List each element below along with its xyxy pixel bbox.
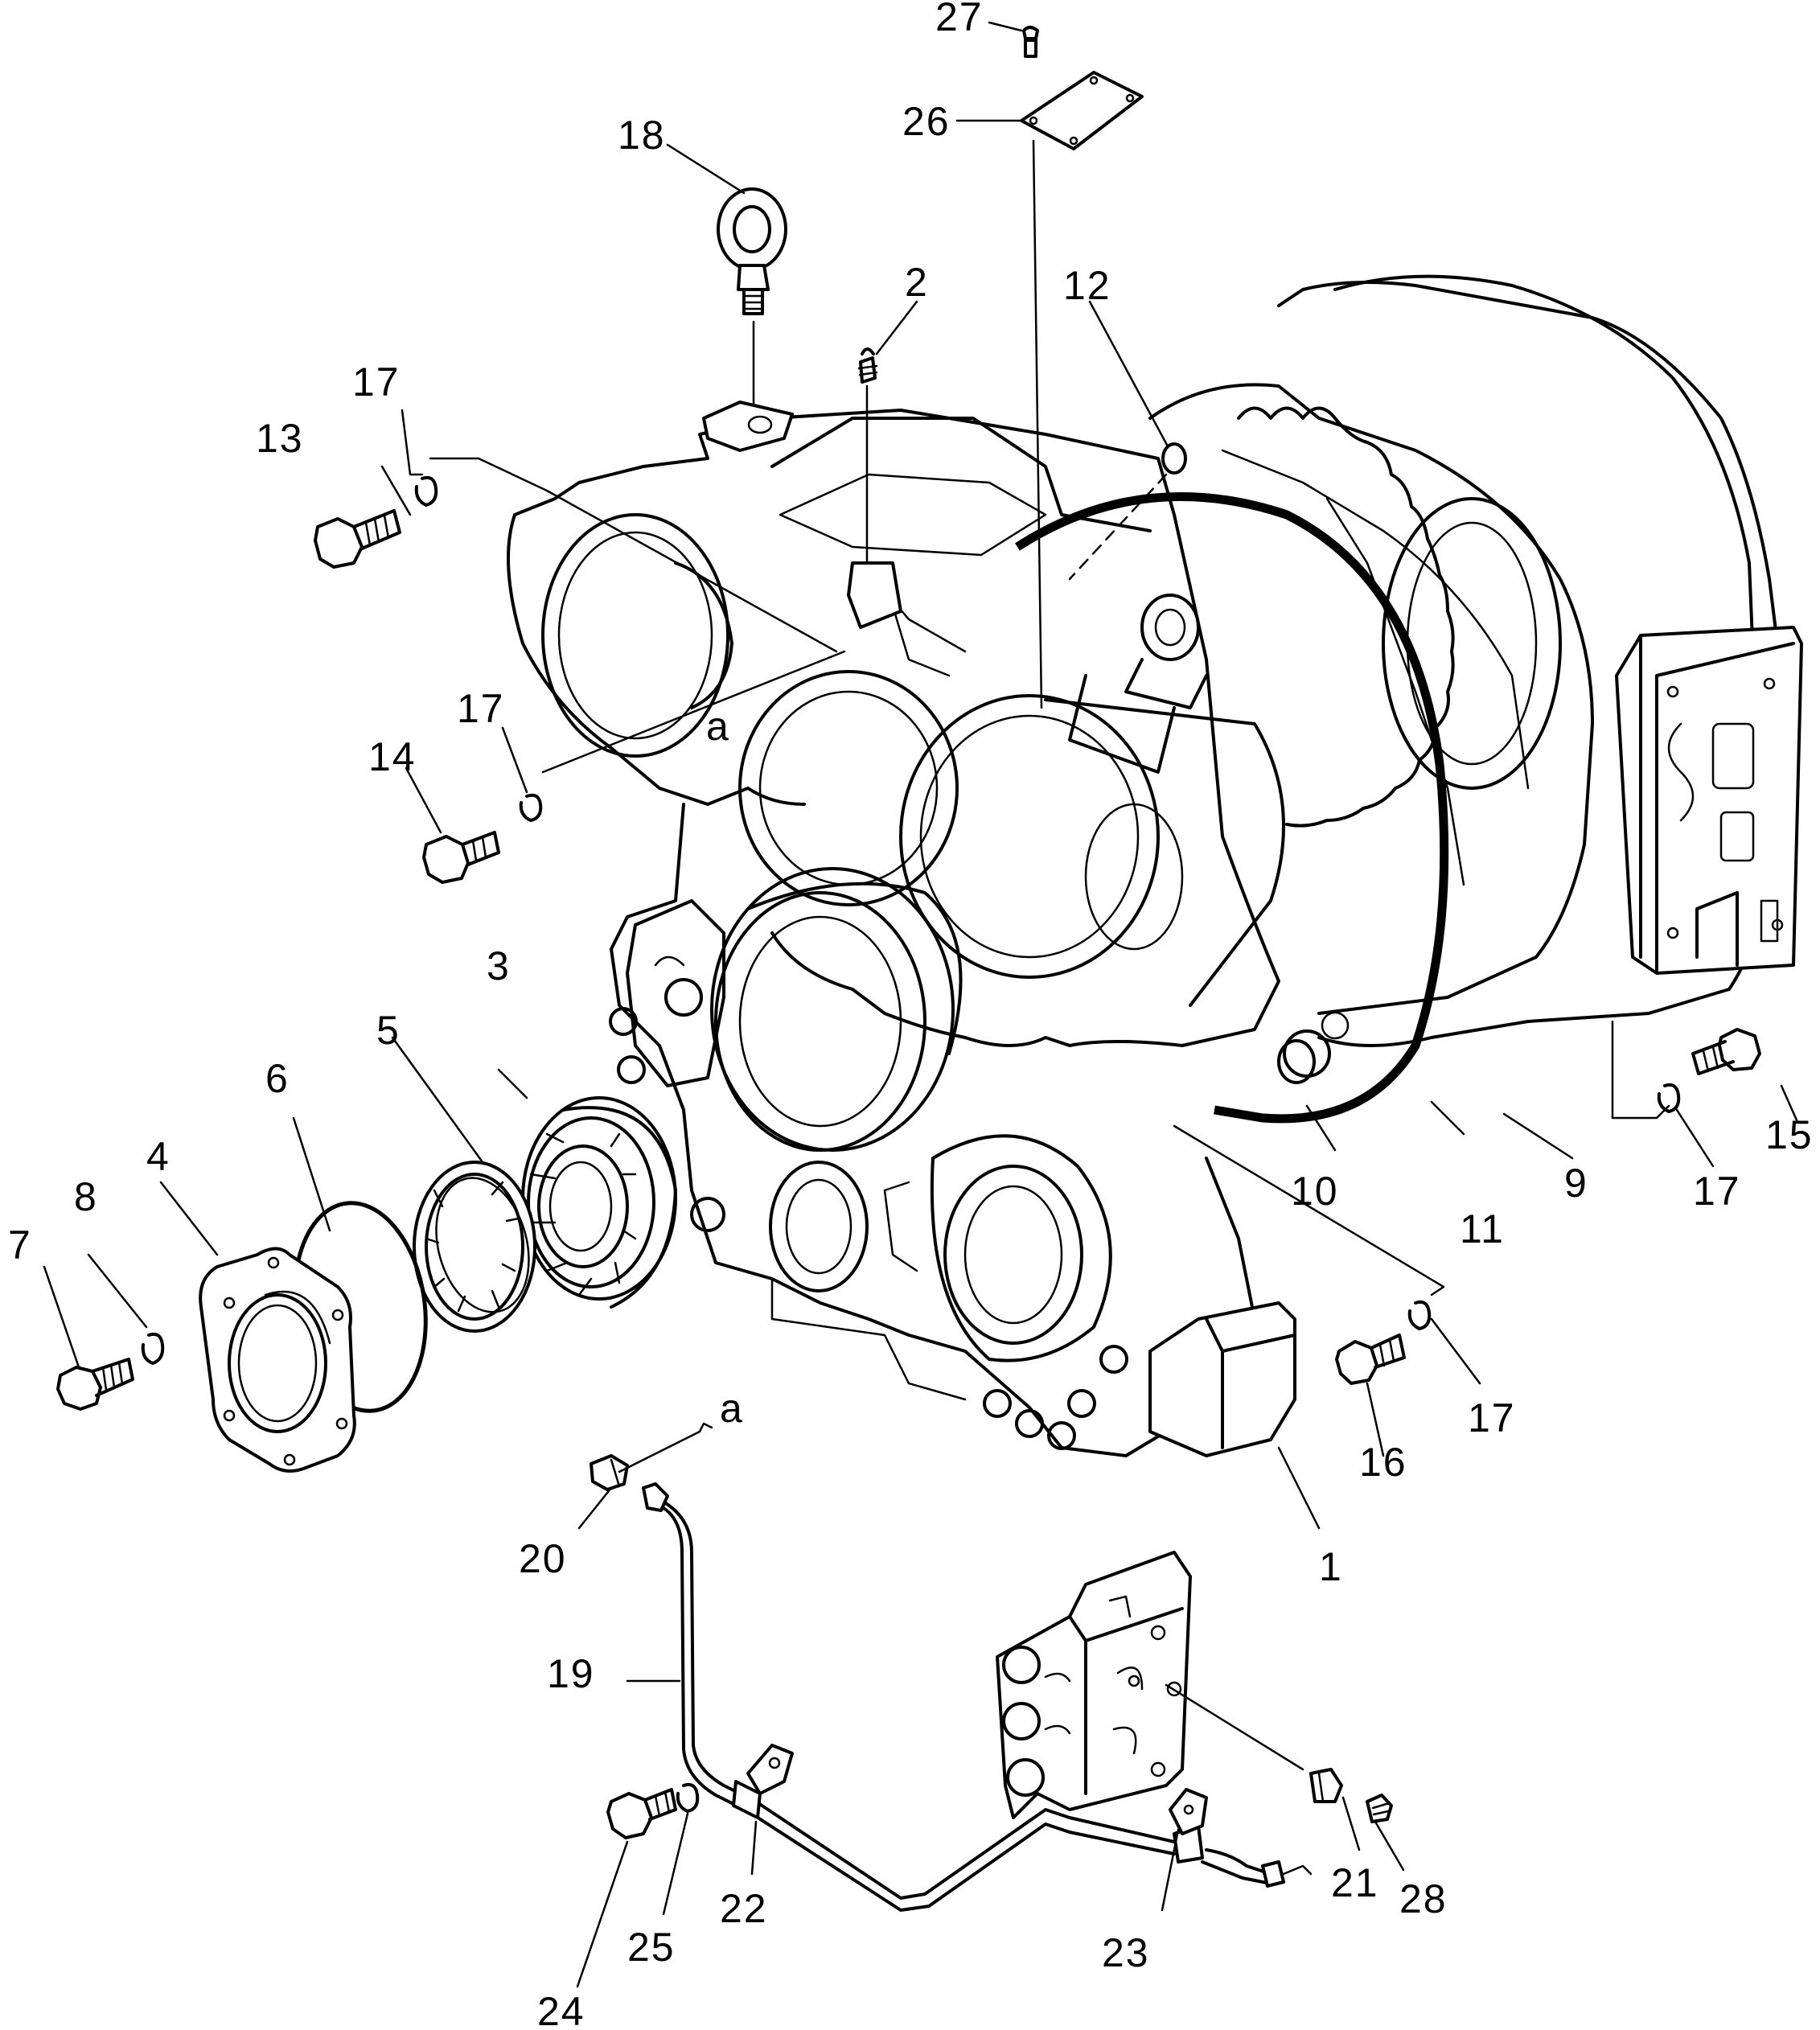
label-14: 14 xyxy=(368,734,417,779)
label-16: 16 xyxy=(1359,1440,1407,1485)
label-17-right: 17 xyxy=(1693,1169,1741,1214)
label-ref-a-bottom: a xyxy=(720,1386,744,1431)
label-20: 20 xyxy=(519,1536,567,1581)
label-21: 21 xyxy=(1331,1860,1379,1905)
plug-12 xyxy=(1161,442,1187,475)
label-7: 7 xyxy=(8,1223,32,1268)
washer-8 xyxy=(141,1332,165,1365)
label-24: 24 xyxy=(537,1989,585,2030)
bolt-14 xyxy=(422,831,500,884)
bolt-15 xyxy=(1691,1028,1761,1075)
label-25: 25 xyxy=(627,1925,676,1970)
plug-28 xyxy=(1366,1794,1393,1823)
label-28: 28 xyxy=(1399,1876,1448,1921)
label-23: 23 xyxy=(1102,1930,1150,1975)
control-valve-body xyxy=(996,1551,1192,1819)
label-15: 15 xyxy=(1765,1112,1814,1157)
bolt-24 xyxy=(606,1788,677,1839)
bolt-27 xyxy=(1022,26,1039,58)
label-6: 6 xyxy=(265,1056,290,1101)
cover-plate-26 xyxy=(1020,71,1144,150)
label-12: 12 xyxy=(1063,263,1111,308)
bolt-7 xyxy=(56,1358,134,1411)
o-ring-11 xyxy=(1015,492,1449,1124)
breather-2 xyxy=(857,347,878,384)
label-9: 9 xyxy=(1564,1161,1588,1206)
label-18: 18 xyxy=(618,113,666,158)
seal-ring-5 xyxy=(413,1161,536,1333)
label-22: 22 xyxy=(720,1886,768,1931)
washer-17-a xyxy=(414,475,438,507)
label-ref-a-top: a xyxy=(706,704,730,749)
label-11: 11 xyxy=(1460,1206,1505,1251)
label-8: 8 xyxy=(74,1174,98,1219)
washer-17-b xyxy=(519,793,543,822)
part-labels: 27 26 18 2 12 17 13 a 17 14 3 5 6 4 8 7 … xyxy=(8,0,1814,2030)
leader-lines xyxy=(43,21,1799,1988)
bearing-3 xyxy=(521,1096,677,1309)
label-5: 5 xyxy=(376,1008,401,1053)
clamp-22 xyxy=(732,1744,794,1819)
fitting-20 xyxy=(590,1454,629,1491)
bolt-16 xyxy=(1335,1333,1406,1385)
bearing-cover-4 xyxy=(199,1247,356,1473)
label-4: 4 xyxy=(146,1134,170,1179)
washer-17-d xyxy=(1407,1300,1432,1330)
label-19: 19 xyxy=(547,1651,595,1696)
label-17-mid: 17 xyxy=(457,686,505,731)
plug-10 xyxy=(1277,1039,1316,1084)
label-2: 2 xyxy=(905,260,929,305)
label-1: 1 xyxy=(1319,1544,1343,1589)
label-27: 27 xyxy=(935,0,984,39)
label-13: 13 xyxy=(256,416,304,461)
label-26: 26 xyxy=(902,99,951,144)
label-17-lower: 17 xyxy=(1468,1395,1516,1440)
transmission-case-housing xyxy=(507,274,1803,1457)
label-17-top: 17 xyxy=(352,360,401,405)
fitting-21 xyxy=(1309,1768,1343,1803)
bolt-13 xyxy=(314,509,401,569)
label-10: 10 xyxy=(1291,1169,1339,1214)
washer-25 xyxy=(676,1782,700,1813)
eye-bolt-18 xyxy=(717,187,787,315)
washer-17-c xyxy=(1657,1083,1681,1113)
label-3: 3 xyxy=(487,943,511,988)
clamp-23 xyxy=(1169,1788,1208,1835)
